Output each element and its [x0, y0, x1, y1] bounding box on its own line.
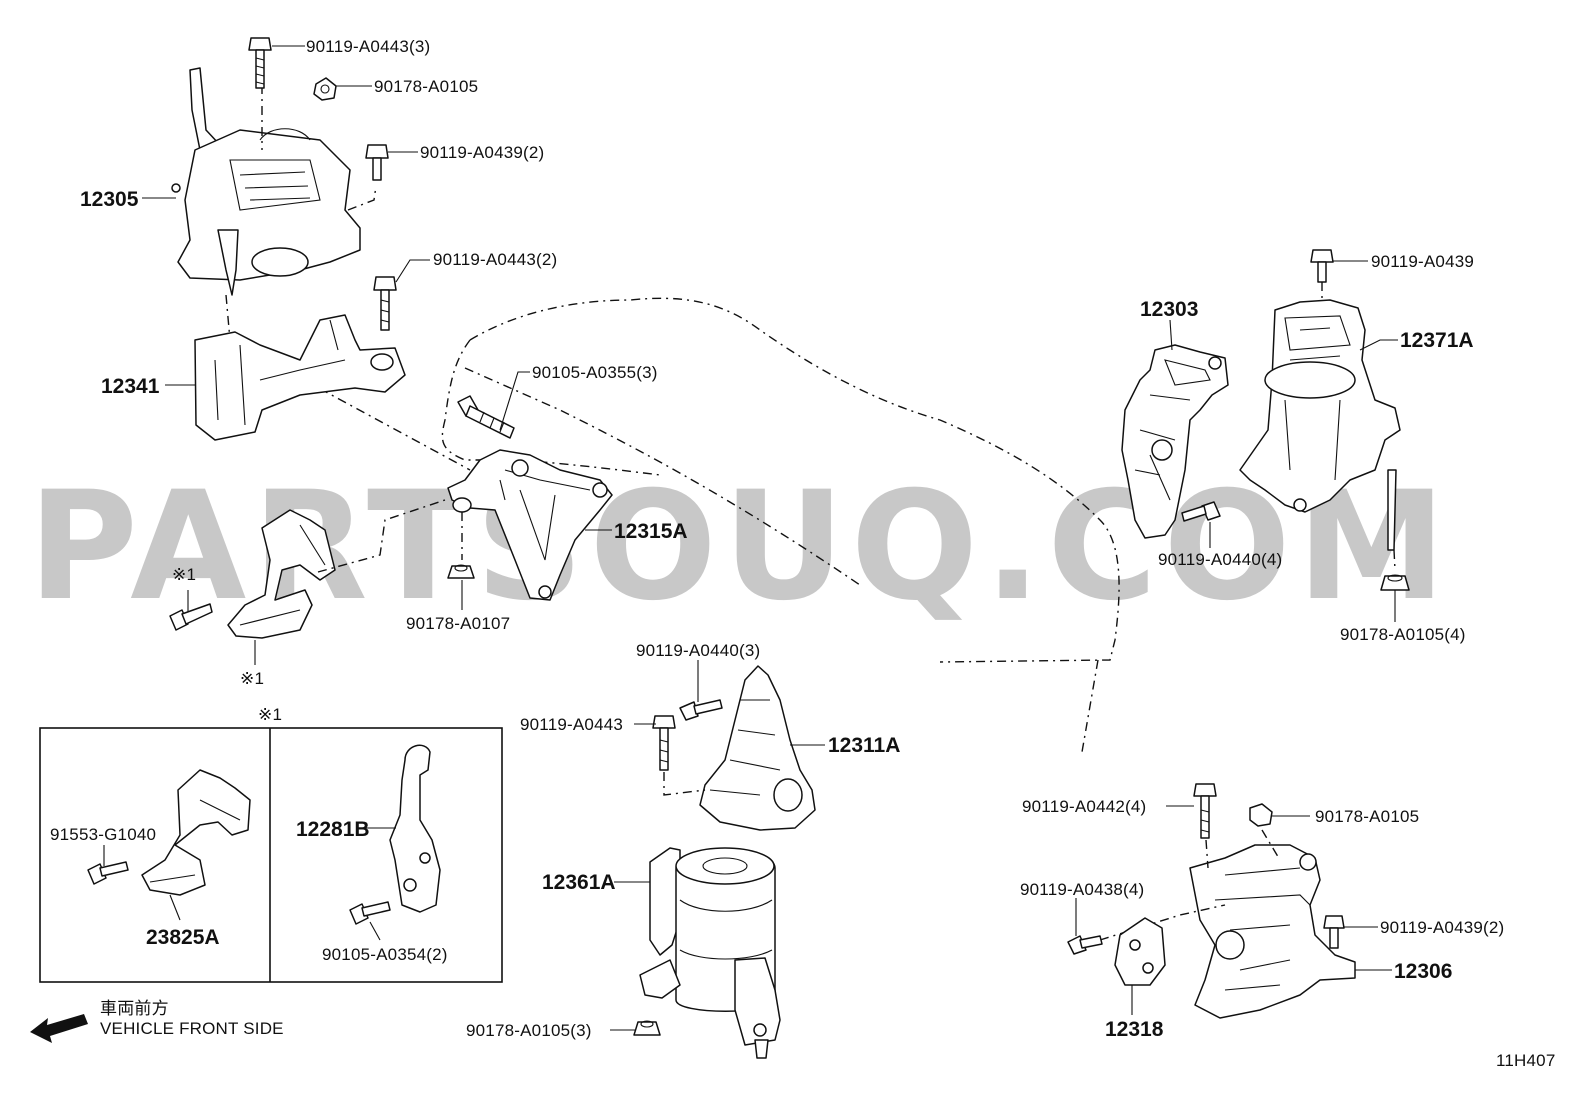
- detail-box-note-1: [39, 727, 503, 983]
- plate-12318[interactable]: [1114, 917, 1166, 986]
- label-note-1-a: ※1: [172, 565, 196, 584]
- label-note-1-box: ※1: [258, 705, 282, 724]
- label-12361A: 12361A: [542, 871, 616, 894]
- bracket-12315A[interactable]: [447, 449, 613, 601]
- mount-12303[interactable]: [1121, 344, 1229, 539]
- label-12311A: 12311A: [828, 734, 900, 757]
- bolt-90119-A0439-right[interactable]: [1310, 249, 1334, 283]
- part-12281B-drawing[interactable]: [389, 744, 441, 913]
- bolt-90119-A0443-mid[interactable]: [652, 715, 676, 771]
- mount-axis-line: [1081, 659, 1099, 753]
- label-90178-A0105-4: 90178-A0105(4): [1340, 625, 1466, 644]
- label-90119-A0440-3: 90119-A0440(3): [636, 641, 760, 660]
- bolt-90119-A0440-3[interactable]: [679, 699, 723, 721]
- engine-mount-12305[interactable]: [171, 67, 361, 296]
- label-12341: 12341: [101, 375, 160, 398]
- bolt-90119-A0439-2-br[interactable]: [1323, 915, 1345, 949]
- bolt-90119-A0443-3[interactable]: [248, 37, 272, 89]
- label-91553-G1040: 91553-G1040: [50, 825, 156, 844]
- front-side-en: VEHICLE FRONT SIDE: [100, 1019, 284, 1038]
- label-12315A: 12315A: [614, 520, 688, 543]
- bolt-90119-A0442-4[interactable]: [1193, 783, 1217, 839]
- label-90178-A0105-br: 90178-A0105: [1315, 807, 1419, 826]
- bracket-12341[interactable]: [194, 314, 406, 441]
- label-90119-A0443-mid: 90119-A0443: [520, 715, 623, 734]
- bolt-90119-A0440-4[interactable]: [1181, 501, 1221, 522]
- label-90119-A0443-2: 90119-A0443(2): [433, 250, 557, 269]
- engine-outline-lower: [441, 339, 861, 586]
- bolt-90119-A0438-4[interactable]: [1067, 935, 1103, 955]
- label-23825A: 23825A: [146, 926, 220, 949]
- part-23825A-drawing[interactable]: [141, 769, 251, 896]
- label-12306: 12306: [1394, 960, 1452, 983]
- label-90119-A0438-4: 90119-A0438(4): [1020, 880, 1144, 899]
- bolt-91553-G1040[interactable]: [87, 861, 129, 885]
- label-90119-A0439-right: 90119-A0439: [1371, 252, 1474, 271]
- engine-outline: [469, 297, 1120, 663]
- label-90105-A0354-2: 90105-A0354(2): [322, 945, 448, 964]
- label-90119-A0439-2-top: 90119-A0439(2): [420, 143, 544, 162]
- bracket-note-1[interactable]: [227, 509, 336, 639]
- axis-12311A: [663, 772, 706, 796]
- nut-90178-A0107[interactable]: [447, 564, 475, 579]
- bolt-90105-A0354-2[interactable]: [349, 901, 391, 925]
- label-90178-A0105-top: 90178-A0105: [374, 77, 478, 96]
- diagram-code: 11H407: [1496, 1051, 1556, 1070]
- label-90119-A0439-2-br: 90119-A0439(2): [1380, 918, 1504, 937]
- bolt-90119-A0439-2-top[interactable]: [365, 144, 389, 181]
- label-12303: 12303: [1140, 298, 1198, 321]
- label-12305: 12305: [80, 188, 139, 211]
- bracket-12311A[interactable]: [699, 665, 816, 831]
- nut-90178-A0105-br[interactable]: [1249, 803, 1273, 827]
- front-side-jp: 車両前方: [100, 999, 169, 1018]
- bolt-90119-A0443-2[interactable]: [373, 276, 397, 331]
- label-90178-A0105-3: 90178-A0105(3): [466, 1021, 592, 1040]
- nut-90178-A0105-3[interactable]: [633, 1020, 661, 1036]
- axis-note-1: [317, 499, 446, 573]
- nut-90178-A0105-top[interactable]: [313, 77, 337, 101]
- label-90119-A0442-4: 90119-A0442(4): [1022, 797, 1146, 816]
- nut-90178-A0105-4[interactable]: [1380, 574, 1410, 591]
- axis-12371A: [1321, 282, 1396, 571]
- bolt-90105-A0355-3[interactable]: [457, 395, 515, 439]
- label-90119-A0440-4: 90119-A0440(4): [1158, 550, 1282, 569]
- label-90105-A0355-3: 90105-A0355(3): [532, 363, 658, 382]
- bolt-note-1[interactable]: [169, 603, 213, 631]
- mount-12361A[interactable]: [639, 847, 781, 1059]
- front-arrow-icon: [30, 1014, 88, 1043]
- label-12281B: 12281B: [296, 818, 370, 841]
- label-note-1-b: ※1: [240, 669, 264, 688]
- label-90119-A0443-3: 90119-A0443(3): [306, 37, 430, 56]
- label-12318: 12318: [1105, 1018, 1164, 1041]
- label-90178-A0107: 90178-A0107: [406, 614, 510, 633]
- leader-lines: [103, 45, 1398, 1031]
- label-12371A: 12371A: [1400, 329, 1474, 352]
